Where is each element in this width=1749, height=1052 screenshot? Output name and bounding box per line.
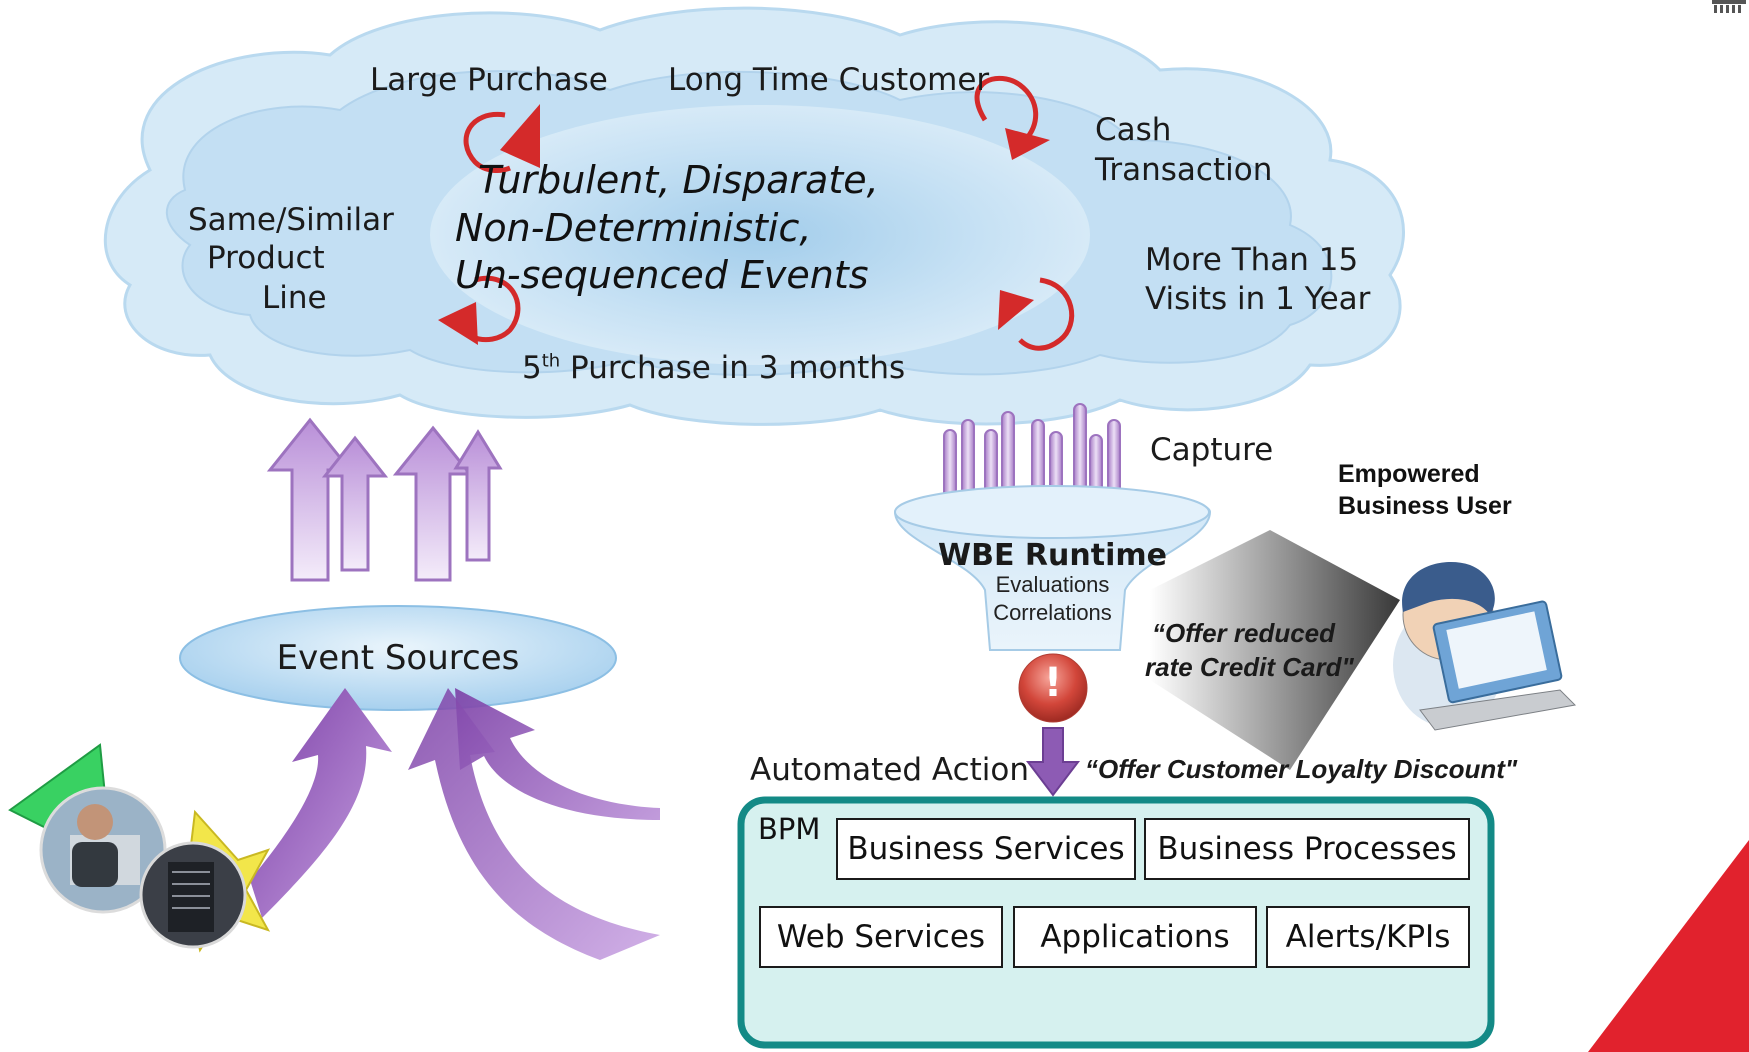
corner-accent (1588, 840, 1749, 1052)
center-line1: Turbulent, Disparate, (478, 158, 879, 202)
label-large-purchase: Large Purchase (370, 62, 608, 98)
label-same-line3: Line (262, 280, 327, 316)
box-business-services: Business Services (836, 818, 1136, 880)
cycle-arrow-fifth-purchase (438, 275, 521, 345)
cycle-arrow-more-than-15 (998, 277, 1075, 351)
wbe-runtime-label: WBE Runtime (938, 538, 1167, 573)
label-long-time-customer: Long Time Customer (668, 62, 990, 98)
user-quote-line2: rate Credit Card" (1145, 652, 1354, 682)
alert-glyph: ! (1043, 660, 1063, 706)
logo-mark (1712, 0, 1746, 13)
box-business-processes: Business Processes (1144, 818, 1470, 880)
user-beam (1150, 530, 1400, 770)
box-applications: Applications (1013, 906, 1257, 968)
evaluations-label: Evaluations (995, 572, 1110, 597)
box-web-services: Web Services (759, 906, 1003, 968)
label-more-line2: Visits in 1 Year (1145, 281, 1371, 317)
correlations-label: Correlations (993, 600, 1112, 625)
label-same-line2: Product (207, 240, 325, 276)
center-line3: Un-sequenced Events (455, 253, 869, 297)
capture-label: Capture (1150, 432, 1274, 468)
event-up-arrows (266, 417, 503, 582)
user-title-line1: Empowered (1338, 460, 1480, 488)
label-cash-line1: Cash (1095, 112, 1172, 148)
event-source-icons (8, 743, 271, 953)
fifth-num: 5 (522, 350, 542, 386)
alert-icon (1018, 653, 1088, 723)
user-title-line2: Business User (1338, 492, 1512, 520)
bpm-label: BPM (758, 812, 821, 846)
event-sources-ellipse (179, 605, 617, 711)
user-quote-line1: “Offer reduced (1152, 618, 1336, 648)
label-same-line1: Same/Similar (188, 202, 394, 238)
cycle-arrow-long-time-customer (974, 75, 1050, 160)
source-arrows (250, 688, 660, 960)
label-cash-line2: Transaction (1095, 152, 1273, 188)
automated-action-label: Automated Action (750, 752, 1030, 788)
label-fifth-purchase: 5th Purchase in 3 months (522, 348, 905, 389)
automated-action-quote: “Offer Customer Loyalty Discount" (1085, 754, 1518, 784)
center-line2: Non-Deterministic, (455, 206, 812, 250)
fifth-sup: th (541, 350, 561, 372)
label-more-line1: More Than 15 (1145, 242, 1359, 278)
box-alerts-kpis: Alerts/KPIs (1266, 906, 1470, 968)
fifth-rest: Purchase in 3 months (560, 350, 906, 386)
down-arrow-icon (1025, 727, 1081, 797)
business-user-avatar (1393, 562, 1577, 731)
event-cloud (103, 6, 1405, 426)
event-sources-label: Event Sources (276, 638, 520, 678)
cycle-arrow-large-purchase (463, 104, 540, 173)
wbe-funnel (893, 485, 1212, 651)
